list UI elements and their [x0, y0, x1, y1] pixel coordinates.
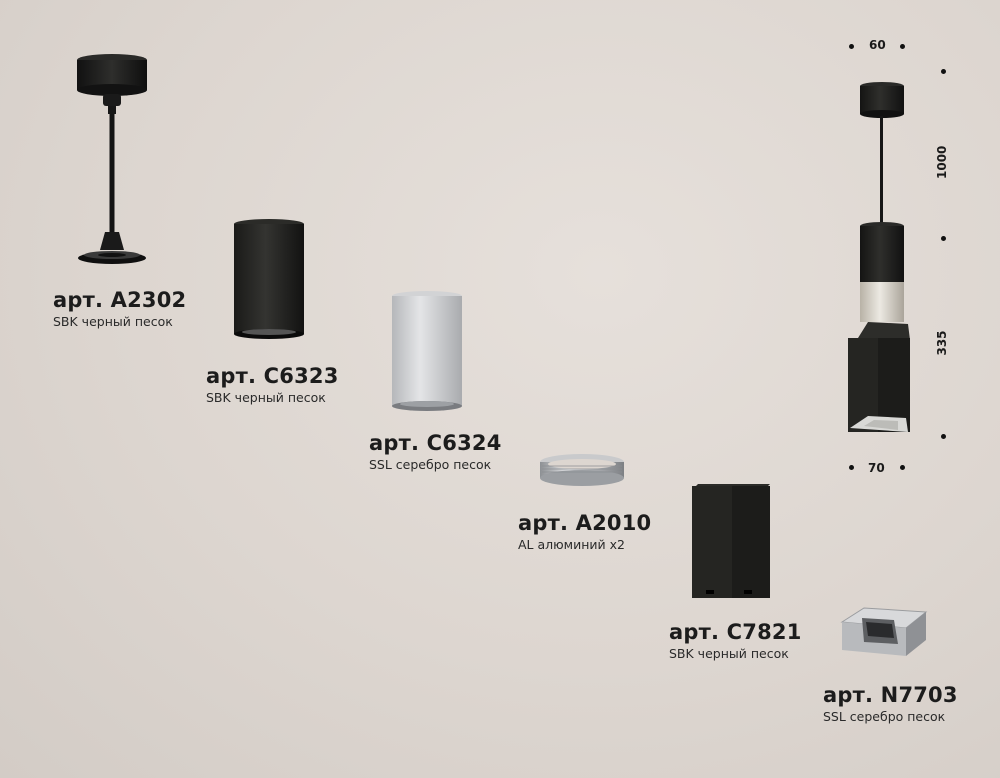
black-square-housing-icon: [692, 484, 770, 598]
product-finish: SSL серебро песок: [823, 709, 946, 724]
dimension-bottom-width: 70: [868, 461, 885, 475]
product-finish: SBK черный песок: [669, 646, 789, 661]
dimension-marker: [941, 69, 946, 74]
dimension-marker: [900, 44, 905, 49]
silver-cylinder-icon: [392, 291, 462, 411]
pendant-mount-icon: [77, 54, 147, 264]
dimension-top-width: 60: [869, 38, 886, 52]
product-article: арт. C6324: [369, 431, 502, 455]
black-cylinder-icon: [234, 219, 304, 339]
dimension-marker: [849, 44, 854, 49]
dimension-body-height: 335: [935, 330, 949, 356]
dimension-marker: [900, 465, 905, 470]
dimension-marker: [941, 236, 946, 241]
product-article: арт. C6323: [206, 364, 339, 388]
product-finish: SSL серебро песок: [369, 457, 492, 472]
assembled-lamp-icon: [848, 82, 910, 432]
product-article: арт. C7821: [669, 620, 802, 644]
product-article: арт. A2010: [518, 511, 652, 535]
aluminium-ring-icon: [540, 454, 624, 486]
dimension-cable-length: 1000: [935, 145, 949, 179]
product-article: арт. N7703: [823, 683, 958, 707]
product-finish: SBK черный песок: [53, 314, 173, 329]
product-article: арт. A2302: [53, 288, 187, 312]
product-finish: AL алюминий x2: [518, 537, 625, 552]
dimension-marker: [849, 465, 854, 470]
square-silver-insert-icon: [840, 607, 928, 656]
dimension-marker: [941, 434, 946, 439]
product-finish: SBK черный песок: [206, 390, 326, 405]
